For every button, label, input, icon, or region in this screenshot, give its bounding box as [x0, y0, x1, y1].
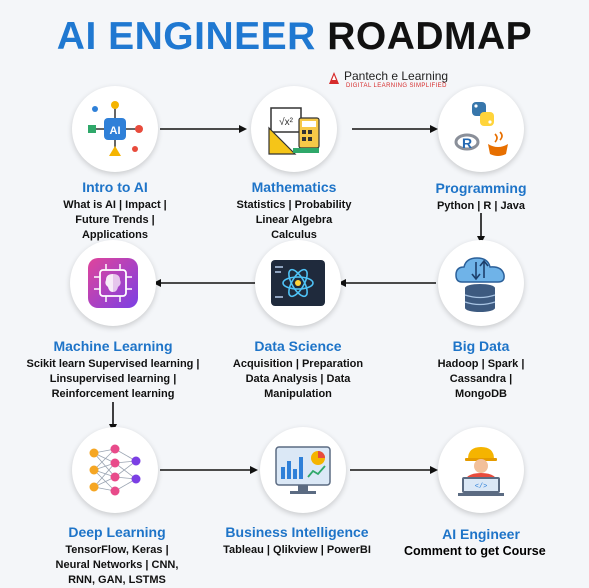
svg-text:√x²: √x² [279, 116, 293, 128]
svg-text:R: R [462, 135, 472, 151]
chip-brain-icon [88, 258, 138, 308]
node-intro-to-ai-circle: AI [72, 86, 158, 172]
svg-text:AI: AI [110, 125, 121, 137]
node-mathematics-desc: Statistics | Probability Linear Algebra … [236, 199, 352, 241]
brand-name: Pantech e Learning [344, 69, 449, 83]
svg-text:</>: </> [475, 483, 488, 491]
neural-network-icon [89, 444, 141, 496]
node-intro-to-ai-title: Intro to AI [82, 179, 148, 195]
node-programming-title: Programming [435, 180, 527, 196]
node-machine-learning-circle [70, 240, 156, 326]
node-programming-desc: Python | R | Java [436, 200, 526, 212]
pantech-logo-icon [329, 72, 339, 84]
math-tools-icon: √x² [268, 107, 320, 155]
node-mathematics-circle: √x² [251, 86, 337, 172]
ai-network-icon: AI [88, 101, 143, 156]
data-atom-icon [271, 260, 325, 306]
node-big-data-circle [438, 240, 524, 326]
title-part-dark: ROADMAP [327, 15, 533, 58]
node-deep-learning-circle [72, 427, 158, 513]
node-business-intelligence-circle [260, 427, 346, 513]
title-part-blue: AI ENGINEER [56, 15, 316, 58]
engineer-icon: </> [458, 447, 504, 496]
brand-tagline: DIGITAL LEARNING SIMPLIFIED [346, 83, 447, 89]
node-mathematics-title: Mathematics [251, 179, 337, 195]
node-machine-learning-desc: Scikit learn Supervised learning | Linsu… [26, 358, 200, 400]
node-data-science-circle [255, 240, 341, 326]
node-big-data-desc: Hadoop | Spark | Cassandra | MongoDB [437, 358, 525, 400]
node-big-data-title: Big Data [452, 338, 510, 354]
node-deep-learning-title: Deep Learning [68, 524, 166, 540]
node-ai-engineer-circle: </> [438, 427, 524, 513]
node-data-science-title: Data Science [254, 338, 342, 354]
node-business-intelligence-title: Business Intelligence [225, 524, 369, 540]
comment-cta-text: Comment to get Course [404, 544, 546, 558]
dashboard-monitor-icon [275, 446, 331, 494]
node-programming-circle: R [438, 86, 524, 172]
node-business-intelligence-desc: Tableau | Qlikview | PowerBI [223, 544, 371, 556]
node-deep-learning-desc: TensorFlow, Keras | Neural Networks | CN… [55, 544, 179, 586]
page-title: AI ENGINEER ROADMAP [0, 14, 589, 60]
node-ai-engineer-title: AI Engineer [442, 526, 520, 542]
node-machine-learning-title: Machine Learning [53, 338, 173, 354]
node-intro-to-ai-desc: What is AI | Impact | Future Trends | Ap… [63, 199, 167, 241]
brand-logo: Pantech e Learning DIGITAL LEARNING SIMP… [326, 68, 476, 94]
cloud-database-icon [455, 257, 505, 312]
programming-languages-icon: R [454, 102, 508, 156]
node-data-science-desc: Acquisition | Preparation Data Analysis … [232, 358, 364, 400]
